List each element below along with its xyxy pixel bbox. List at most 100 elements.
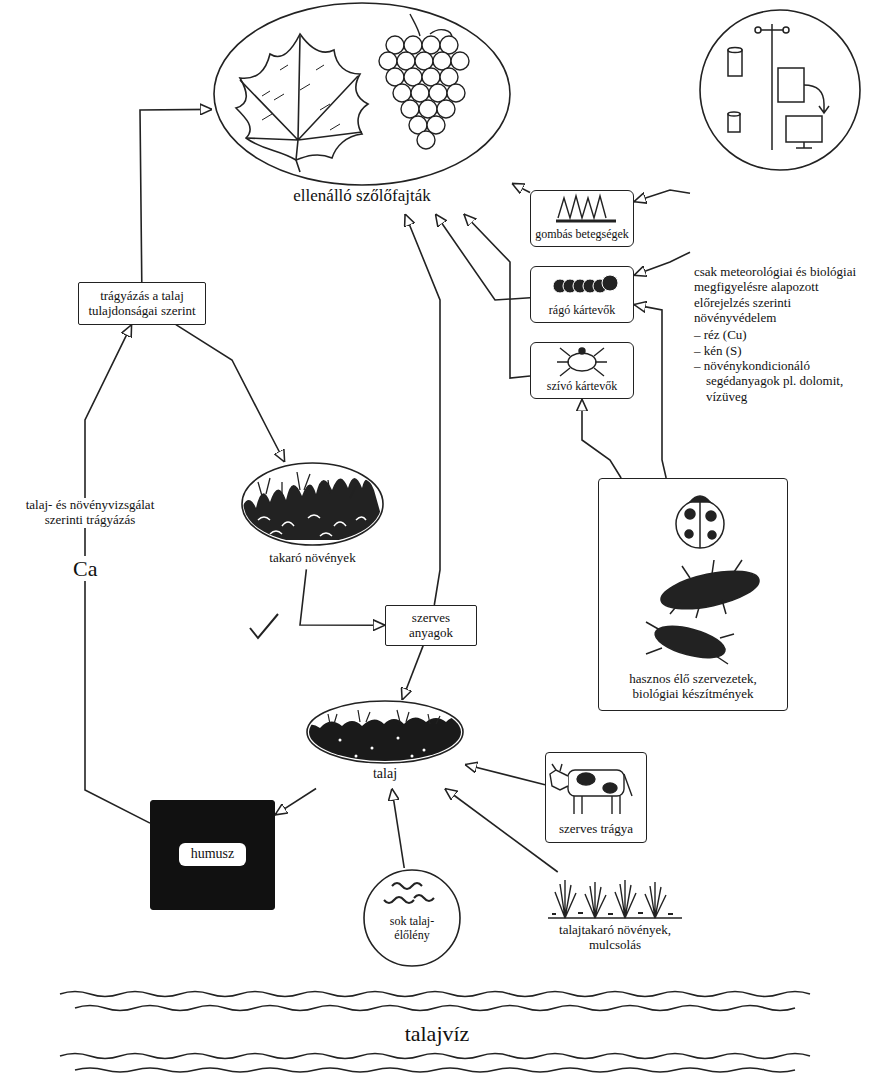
weather-station (796, 142, 812, 148)
grape-berries (440, 68, 458, 86)
weather-circle-outline (700, 10, 860, 170)
cow (577, 773, 595, 785)
check-mark (250, 614, 278, 638)
node-label: takaró növények (268, 550, 357, 565)
grape-berries (397, 52, 415, 70)
flow-arrow (300, 569, 385, 625)
picture-group: talajtakaró növények, mulcsolás (540, 872, 690, 957)
beneficial-insects (690, 496, 710, 502)
soil-specks (411, 755, 414, 758)
box-label: humusz (179, 843, 247, 866)
note-text: – kén (S) (694, 343, 866, 358)
grape-berries (433, 52, 451, 70)
cow (574, 774, 632, 814)
flow-arrow (465, 765, 545, 785)
grape-berries (415, 52, 433, 70)
flow-arrow (445, 789, 558, 872)
beneficial-insects (670, 560, 742, 618)
grape-ellipse: ellenálló szőlőfajták (212, 2, 512, 214)
mulch-plants (548, 917, 682, 918)
box-label: szívó kártevők (535, 379, 629, 393)
grape-berries (417, 131, 435, 149)
cover-crop-plants (258, 472, 356, 498)
vine-leaf (262, 65, 340, 130)
grape-berries (404, 36, 422, 54)
mulch-plants (615, 880, 636, 918)
grape-berries (429, 84, 447, 102)
flow-arrow (435, 214, 530, 300)
mulch-plants (645, 882, 666, 918)
beneficial-insects (708, 531, 716, 539)
organism-circle-outline (364, 870, 460, 966)
fungus-icon (558, 196, 606, 218)
mulch-plants (552, 913, 673, 914)
grape-ellipse-outline (212, 2, 512, 186)
flow-arrow (402, 646, 423, 700)
weather-station (786, 116, 822, 142)
box-label: hasznos élő szervezetek, biológiai készí… (607, 671, 779, 702)
note-text: csak meteorológiai és biológiai megfigye… (694, 264, 866, 325)
grape-berries (422, 36, 440, 54)
mulch-plants (548, 880, 682, 918)
cow (603, 783, 617, 793)
caterpillar-icon (553, 275, 618, 293)
element-symbol: Ca (70, 556, 100, 581)
check-mark (250, 614, 278, 638)
flow-arrow (176, 325, 285, 462)
grape-berries (401, 100, 419, 118)
pest-box: szívó kártevők (530, 342, 634, 399)
box-label: trágyázás a talaj tulajdonságai szerint (84, 288, 200, 319)
beneficial-insects (676, 500, 724, 548)
groundwater-waves (60, 992, 810, 997)
cow (550, 764, 632, 814)
weather-station (728, 48, 742, 53)
vine-leaf (240, 36, 362, 172)
groundwater-waves (75, 1006, 795, 1011)
box-label: rágó kártevők (535, 303, 629, 317)
mite-icon (557, 348, 607, 376)
weather-station (728, 50, 742, 76)
weather-station (778, 68, 804, 102)
node-label: talaj (315, 766, 455, 783)
box-label: gombás betegségek (535, 227, 629, 241)
cover-crop-oval-outline (242, 463, 383, 545)
note-text: – növénykondicionáló segédanyagok pl. do… (694, 358, 866, 404)
weather-station (728, 112, 740, 116)
flow-arrow (140, 109, 212, 282)
soil-organisms (392, 883, 422, 889)
note-text: – réz (Cu) (694, 327, 866, 342)
soil-specks (355, 755, 358, 758)
weather-station (728, 24, 829, 150)
beneficial-insects (646, 622, 734, 664)
cover-crop-plants (258, 515, 366, 536)
grape-berries (422, 68, 440, 86)
soil-specks (423, 749, 426, 752)
note-label: talaj- és növényvizsgálat szerinti trágy… (6, 498, 174, 528)
weather-station (783, 27, 789, 33)
flow-arrow (275, 789, 316, 815)
soil-oval-outline (307, 701, 463, 763)
organism-circle: sok talaj-élőlény (362, 868, 462, 968)
pest-box: rágó kártevők (530, 266, 634, 323)
grape-berries (411, 84, 429, 102)
node-heading: ellenálló szőlőfajták (282, 186, 442, 206)
node-label: talajtakaró növények, mulcsolás (544, 922, 686, 953)
water-label: talajvíz (402, 1021, 473, 1046)
soil (328, 710, 440, 724)
groundwater-waves (60, 992, 810, 1073)
grape-berries (379, 36, 469, 149)
soil-oval-outline (305, 700, 465, 764)
mulch-plants (555, 880, 576, 918)
picture-box: szerves trágya (545, 752, 647, 843)
grape-berries (437, 100, 455, 118)
beneficial-insects (658, 564, 762, 616)
mite-icon (557, 348, 607, 376)
cow (550, 770, 568, 790)
beneficial-insects (685, 530, 693, 538)
flow-arrow (634, 305, 666, 478)
process-box: trágyázás a talaj tulajdonságai szerint (78, 282, 206, 325)
soil-organisms (384, 883, 434, 903)
weather-circle-outline (690, 8, 870, 172)
